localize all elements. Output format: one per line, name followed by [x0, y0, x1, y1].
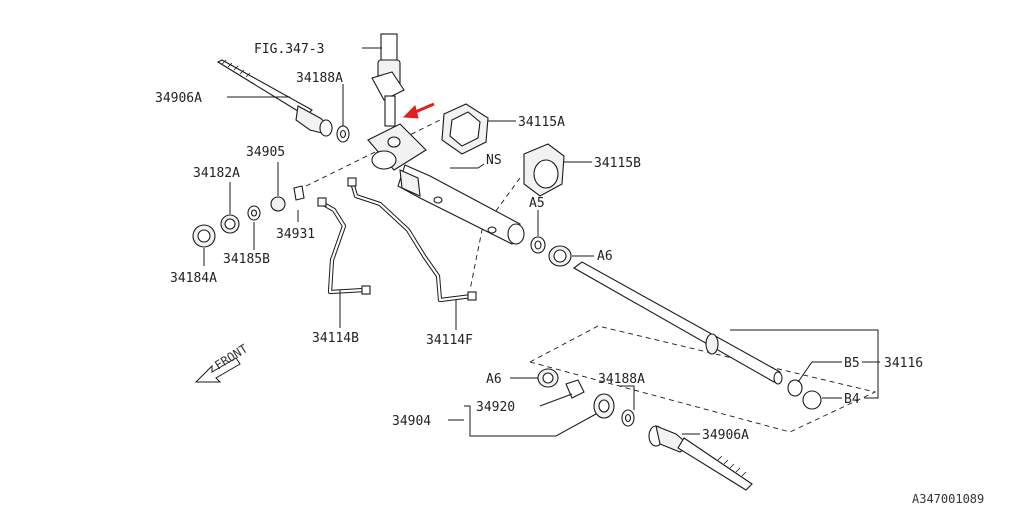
pipe-34114b	[317, 197, 371, 295]
rack-tube	[572, 261, 783, 385]
spring-34185b	[247, 205, 261, 221]
highlight-arrow	[402, 102, 435, 119]
label-34115b: 34115B	[594, 156, 641, 171]
bushing-34920	[565, 379, 585, 399]
seal-34182a	[220, 214, 240, 234]
bushing-a6-lower	[537, 368, 559, 388]
label-34920: 34920	[476, 400, 515, 415]
label-34182a: 34182A	[193, 166, 240, 181]
rack-housing	[397, 164, 525, 245]
label-34115a: 34115A	[518, 115, 565, 130]
o-ring-b4	[802, 390, 822, 410]
front-direction-arrow	[194, 357, 241, 383]
assembly-outline-lower	[529, 325, 877, 433]
label-a6-top: A6	[597, 249, 613, 264]
label-b4: B4	[844, 392, 860, 407]
front-label: FRONT	[212, 342, 250, 373]
mount-grommet-b	[523, 143, 565, 197]
washer-upper	[336, 125, 350, 143]
label-34185b: 34185B	[223, 252, 270, 267]
label-fig-ref: FIG.347-3	[254, 42, 324, 57]
part-labels: FIG.347-3 34188A 34906A 34115A NS 34115B…	[155, 42, 984, 506]
mount-grommet-a	[441, 103, 489, 155]
nut-34184a	[192, 224, 216, 248]
label-34188a-bottom: 34188A	[598, 372, 645, 387]
pinion-housing	[367, 33, 427, 171]
label-34114f: 34114F	[426, 333, 473, 348]
label-34905: 34905	[246, 145, 285, 160]
pipe-34114f	[347, 177, 477, 303]
label-34904: 34904	[392, 414, 431, 429]
inner-joint-34904	[593, 393, 615, 419]
label-34906a-bottom: 34906A	[702, 428, 749, 443]
washer-lower	[621, 409, 635, 427]
bushing-a6-upper	[548, 245, 572, 267]
label-ns: NS	[486, 153, 502, 168]
label-34114b: 34114B	[312, 331, 359, 346]
label-34931: 34931	[276, 227, 315, 242]
plug-34905	[270, 196, 286, 212]
leader-lines	[203, 47, 880, 437]
figure-id: A347001089	[912, 492, 984, 506]
label-34906a-top: 34906A	[155, 91, 202, 106]
pin-34931	[293, 185, 305, 201]
label-a5: A5	[529, 196, 545, 211]
label-b5: B5	[844, 356, 860, 371]
label-a6-bottom: A6	[486, 372, 502, 387]
ring-a5	[530, 236, 546, 254]
label-34188a-top: 34188A	[296, 71, 343, 86]
label-34116: 34116	[884, 356, 923, 371]
tie-rod-upper	[216, 59, 333, 137]
tie-rod-lower	[648, 425, 753, 491]
o-ring-b5	[787, 379, 803, 397]
assembly-outline-upper	[297, 119, 521, 291]
label-34184a: 34184A	[170, 271, 217, 286]
